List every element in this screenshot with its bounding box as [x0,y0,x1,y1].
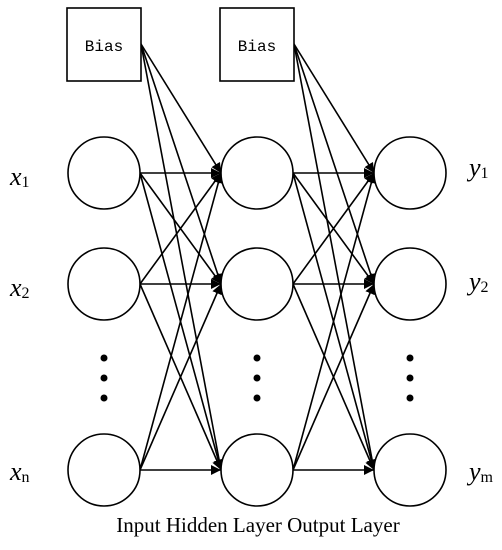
input-label-2: x2 [9,273,30,302]
arrow-bias-to-output-1 [293,43,375,174]
bias-box-output: Bias [219,7,295,82]
arrow-hidden-2-to-output-1 [292,172,375,285]
layer-caption: Input Hidden Layer Output Layer [116,513,399,537]
arrow-bias-to-hidden-1 [140,43,222,174]
input-node-1 [67,136,141,210]
arrow-bias-to-output-m [293,43,378,471]
arrow-bias-to-hidden-2 [140,43,223,285]
output-ellipsis [406,354,414,402]
output-node-1 [373,136,447,210]
output-label-2: y2 [466,267,489,296]
arrow-hidden-n-to-output-1 [292,172,377,471]
input-ellipsis [100,354,108,402]
arrow-input-n-to-hidden-2 [139,283,222,471]
hidden-node-1 [220,136,294,210]
output-label-1: y1 [466,153,489,182]
arrow-hidden-n-to-output-2 [292,283,375,471]
input-node-2 [67,247,141,321]
output-node-2 [373,247,447,321]
output-node-m [373,433,447,507]
arrow-input-n-to-hidden-1 [139,172,224,471]
connections [139,43,378,475]
output-label-m: ym [466,457,494,486]
hidden-node-2 [220,247,294,321]
hidden-ellipsis [253,354,261,402]
bias-output-label: Bias [238,38,276,56]
arrow-bias-to-hidden-n [140,43,225,471]
input-node-n [67,433,141,507]
input-label-n: xn [9,457,30,486]
arrow-input-2-to-hidden-1 [139,172,222,285]
hidden-node-n [220,433,294,507]
input-label-1: x1 [9,162,30,191]
arrow-bias-to-output-2 [293,43,376,285]
bias-hidden-label: Bias [85,38,123,56]
bias-box-hidden: Bias [66,7,142,82]
